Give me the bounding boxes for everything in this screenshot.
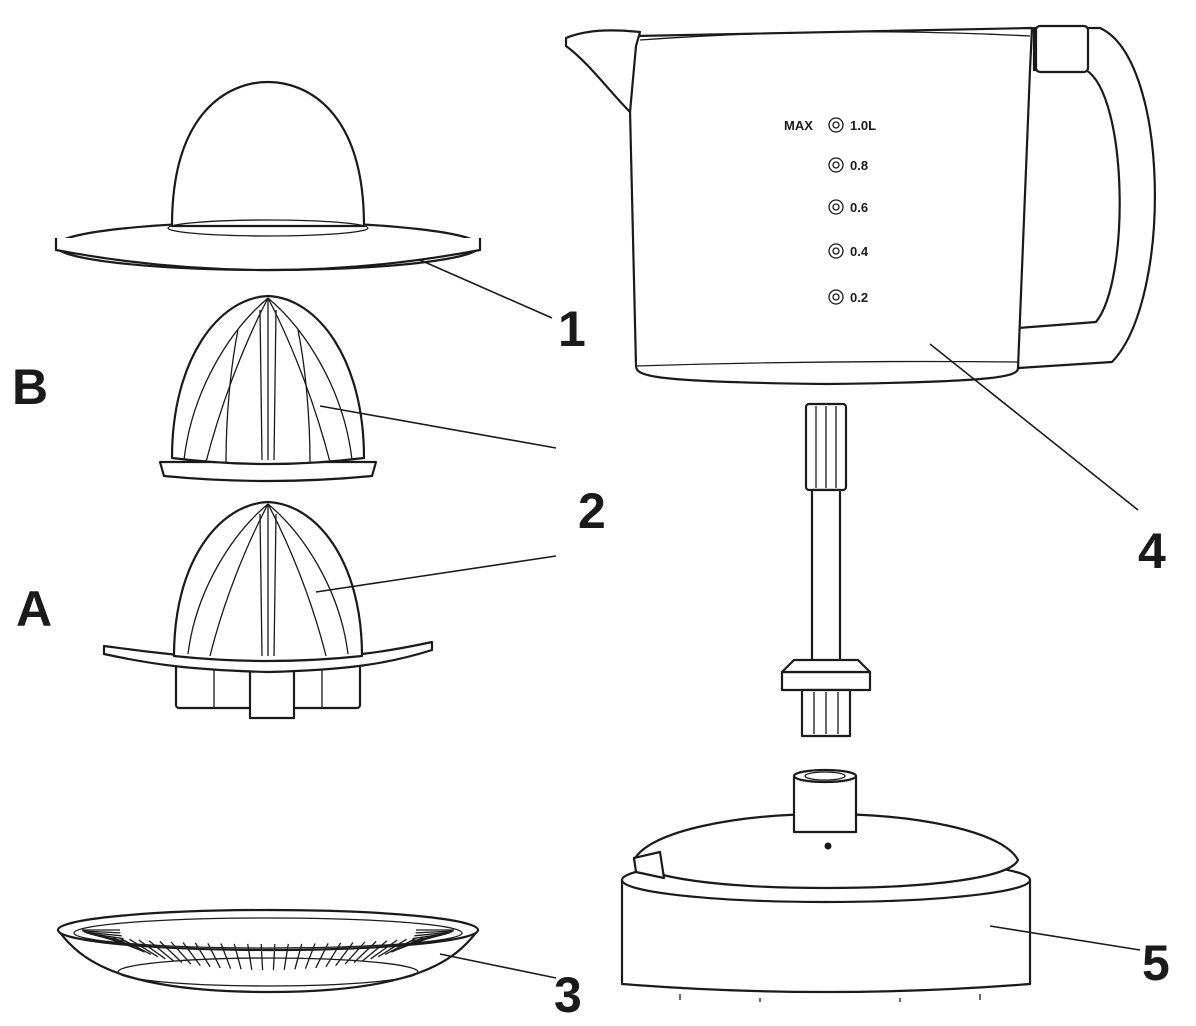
jug-level-2: 0.8 bbox=[828, 157, 868, 173]
strainer-slot bbox=[294, 943, 303, 970]
strainer-slot bbox=[370, 939, 398, 960]
strainer-slot bbox=[138, 939, 166, 960]
strainer-slot bbox=[272, 943, 276, 971]
large-cone-part bbox=[102, 500, 434, 720]
strainer-slot bbox=[247, 943, 253, 970]
jug-level-5: 0.2 bbox=[828, 289, 868, 305]
jug-part: MAX 1.0L 0.8 0.6 0.4 0.2 bbox=[564, 24, 1156, 386]
callout-4: 4 bbox=[1138, 523, 1166, 579]
callout-3: 3 bbox=[554, 967, 582, 1023]
strainer-slot bbox=[112, 937, 145, 953]
callout-1: 1 bbox=[558, 301, 586, 357]
strainer-slot bbox=[412, 932, 450, 940]
jug-max-label: MAX bbox=[784, 118, 813, 133]
strainer-slot bbox=[129, 938, 159, 958]
strainer-slot bbox=[159, 940, 183, 963]
strainer-slot bbox=[233, 943, 242, 970]
jug-level-label: 0.2 bbox=[850, 290, 868, 305]
leader-lines bbox=[315, 259, 1141, 979]
strainer-slot bbox=[414, 931, 453, 937]
strainer-slot bbox=[409, 933, 447, 943]
jug-level-label: 0.6 bbox=[850, 200, 868, 215]
drive-shaft-part bbox=[780, 402, 872, 738]
jug-level-label: 0.8 bbox=[850, 158, 868, 173]
strainer-slot bbox=[325, 942, 342, 968]
jug-level-label: 1.0L bbox=[850, 118, 876, 133]
strainer-slot bbox=[182, 942, 201, 966]
strainer-slot bbox=[335, 942, 354, 966]
callout-5: 5 bbox=[1142, 935, 1170, 991]
strainer-slot bbox=[82, 930, 121, 934]
callout-labels: 1 2 3 4 5 B A bbox=[12, 301, 1170, 1023]
jug-level-4: 0.4 bbox=[828, 243, 869, 259]
strainer-slot bbox=[120, 938, 152, 955]
strainer-slot bbox=[362, 940, 388, 962]
callout-2: 2 bbox=[578, 483, 606, 539]
callout-b: B bbox=[12, 359, 48, 415]
strainer-slot bbox=[148, 940, 174, 962]
jug-measure-scale: MAX 1.0L 0.8 0.6 0.4 0.2 bbox=[784, 117, 876, 305]
strainer-slot bbox=[415, 930, 454, 934]
lid-part bbox=[54, 80, 482, 272]
strainer-slot bbox=[194, 942, 211, 968]
strainer-slot bbox=[207, 943, 221, 969]
motor-base-part bbox=[620, 768, 1032, 1002]
strainer-slot bbox=[377, 938, 407, 958]
strainer-part bbox=[56, 908, 480, 994]
strainer-slot bbox=[260, 943, 264, 971]
strainer-slot bbox=[83, 931, 122, 937]
strainer-slot bbox=[220, 943, 232, 969]
strainer-slot bbox=[315, 943, 329, 969]
jug-level-label: 0.4 bbox=[850, 244, 869, 259]
callout-a: A bbox=[16, 581, 52, 637]
small-cone-part bbox=[158, 294, 378, 483]
strainer-slot bbox=[353, 940, 377, 963]
strainer-slot bbox=[283, 943, 289, 970]
jug-level-1: 1.0L bbox=[828, 117, 876, 133]
jug-level-3: 0.6 bbox=[828, 199, 868, 215]
strainer-slot bbox=[304, 943, 316, 969]
